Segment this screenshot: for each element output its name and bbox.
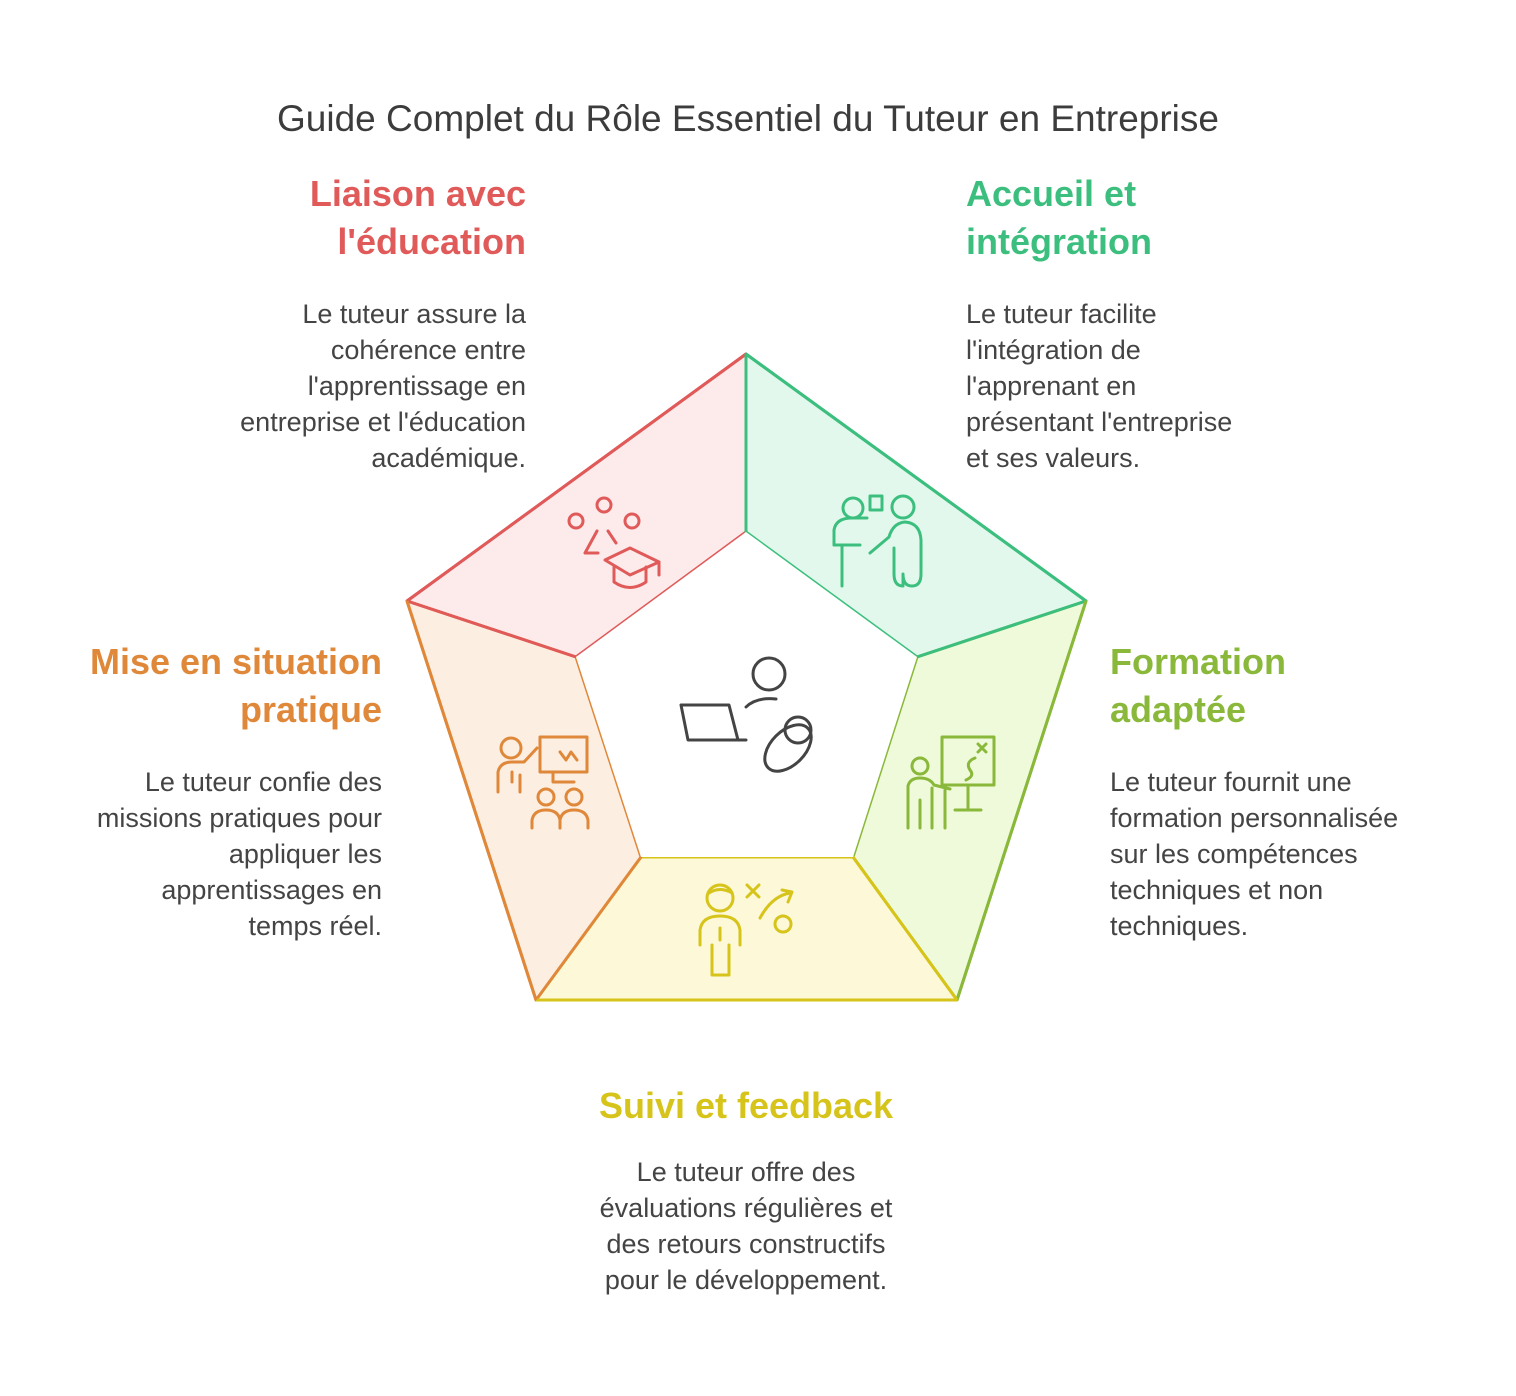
heading-line: Formation: [1110, 641, 1286, 682]
section-heading-suivi: Suivi et feedback: [496, 1082, 996, 1130]
desc-line: formation personnalisée: [1110, 803, 1399, 833]
heading-line: adaptée: [1110, 689, 1247, 730]
section-desc-accueil: Le tuteur facilite l'intégration de l'ap…: [966, 296, 1232, 476]
section-desc-suivi: Le tuteur offre des évaluations régulièr…: [496, 1154, 996, 1298]
section-heading-mise: Mise en situation pratique: [90, 638, 382, 734]
desc-line: cohérence entre: [330, 335, 526, 365]
desc-line: pour le développement.: [604, 1265, 888, 1295]
desc-line: Le tuteur offre des: [636, 1157, 856, 1187]
heading-line: pratique: [239, 689, 382, 730]
desc-line: Le tuteur fournit une: [1110, 767, 1352, 797]
desc-line: et ses valeurs.: [966, 443, 1141, 473]
desc-line: entreprise et l'éducation: [240, 407, 526, 437]
section-heading-accueil: Accueil et intégration: [966, 170, 1152, 266]
desc-line: sur les compétences: [1110, 839, 1358, 869]
desc-line: temps réel.: [248, 911, 382, 941]
section-desc-formation: Le tuteur fournit une formation personna…: [1110, 764, 1398, 944]
heading-line: Suivi et feedback: [598, 1085, 894, 1126]
graduation-network-icon: [567, 496, 661, 589]
desc-line: techniques.: [1110, 911, 1249, 941]
teacher-group-icon: [496, 735, 590, 830]
desc-line: Le tuteur confie des: [144, 767, 382, 797]
heading-line: Mise en situation: [89, 641, 382, 682]
desc-line: Le tuteur assure la: [302, 299, 526, 329]
mentor-presenting-icon: [832, 494, 923, 588]
desc-line: évaluations régulières et: [599, 1193, 893, 1223]
desc-line: l'apprentissage en: [307, 371, 526, 401]
heading-line: intégration: [966, 221, 1152, 262]
coach-strategy-icon: [698, 883, 794, 977]
desc-line: des retours constructifs: [606, 1229, 886, 1259]
desc-line: appliquer les: [228, 839, 382, 869]
heading-line: Liaison avec: [309, 173, 526, 214]
heading-line: Accueil et: [966, 173, 1137, 214]
section-desc-liaison: Le tuteur assure la cohérence entre l'ap…: [240, 296, 526, 476]
section-heading-liaison: Liaison avec l'éducation: [310, 170, 526, 266]
desc-line: académique.: [371, 443, 526, 473]
center-area: [576, 532, 917, 857]
desc-line: l'apprenant en: [966, 371, 1137, 401]
desc-line: l'intégration de: [966, 335, 1141, 365]
desc-line: techniques et non: [1110, 875, 1324, 905]
section-heading-formation: Formation adaptée: [1110, 638, 1286, 734]
desc-line: missions pratiques pour: [96, 803, 382, 833]
desc-line: présentant l'entreprise: [966, 407, 1233, 437]
desc-line: apprentissages en: [161, 875, 382, 905]
tutor-laptop-icon: [679, 656, 813, 773]
trainer-whiteboard-icon: [906, 735, 996, 830]
section-desc-mise: Le tuteur confie des missions pratiques …: [97, 764, 382, 944]
page-title: Guide Complet du Rôle Essentiel du Tuteu…: [277, 98, 1219, 139]
heading-line: l'éducation: [337, 221, 526, 262]
desc-line: Le tuteur facilite: [966, 299, 1157, 329]
